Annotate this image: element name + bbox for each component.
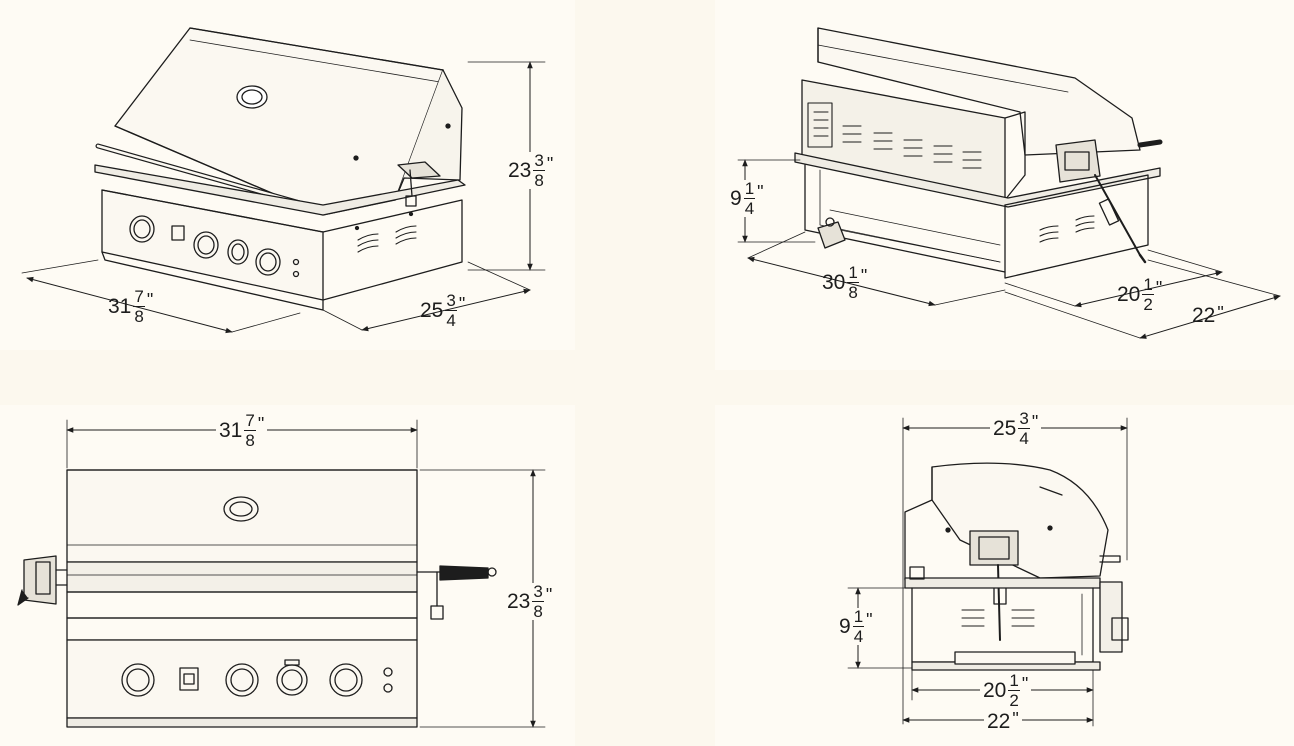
rear-iso-overall-depth-label: 22" <box>1192 302 1224 327</box>
front-iso-grill <box>94 27 466 311</box>
side-elevation-overall-depth-label: 22" <box>984 710 1022 732</box>
front-elevation-grill <box>17 469 497 728</box>
rear-iso-dimension-lines <box>737 159 1281 339</box>
side-elevation-grill <box>904 462 1129 671</box>
rear-iso-grill <box>794 27 1163 279</box>
